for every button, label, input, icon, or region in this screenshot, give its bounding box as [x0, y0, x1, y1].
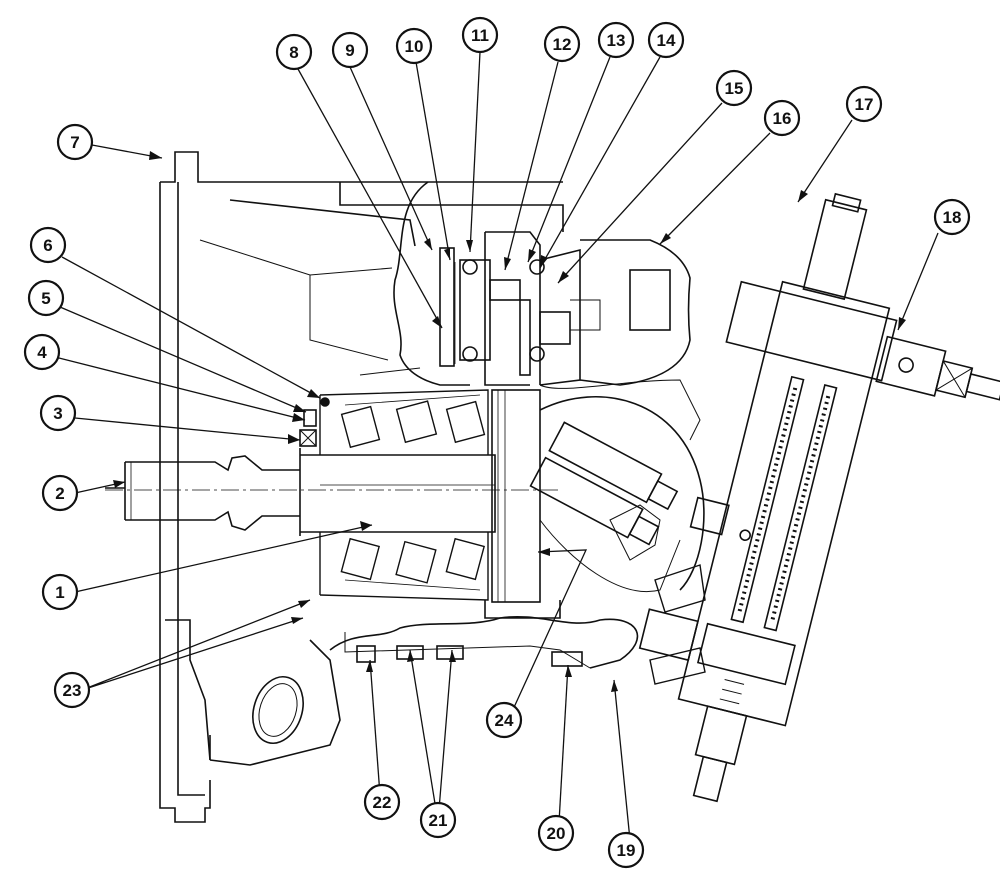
callout-5: 5	[27, 279, 65, 317]
svg-text:24: 24	[495, 711, 514, 730]
leader-line-5	[59, 306, 307, 413]
svg-text:14: 14	[657, 31, 676, 50]
leader-line-22	[369, 659, 381, 796]
svg-text:16: 16	[773, 109, 792, 128]
svg-text:1: 1	[55, 583, 64, 602]
leader-line-14	[539, 56, 661, 269]
callout-23: 23	[53, 671, 91, 709]
svg-text:18: 18	[943, 208, 962, 227]
leader-line-8	[297, 68, 443, 329]
leader-line-19	[613, 679, 631, 841]
callout-20: 20	[537, 814, 575, 852]
callout-6: 6	[29, 226, 67, 264]
arrowheads	[113, 151, 906, 692]
svg-text:8: 8	[289, 43, 298, 62]
gear-housing-drawing	[393, 181, 701, 441]
callout-9: 9	[331, 31, 369, 69]
callout-10: 10	[395, 27, 433, 65]
valve-port-drawing	[654, 564, 706, 613]
svg-text:19: 19	[617, 841, 636, 860]
svg-text:11: 11	[471, 26, 489, 45]
leader-line-11	[469, 51, 481, 253]
svg-text:9: 9	[345, 41, 354, 60]
leader-line-16	[659, 132, 771, 245]
leader-line-17	[797, 119, 853, 203]
valve-port-drawing	[649, 647, 706, 685]
callout-19: 19	[607, 831, 645, 869]
leader-lines	[54, 51, 939, 841]
leader-line-23	[81, 599, 311, 691]
leader-line-12	[504, 61, 559, 271]
regulator-valve-drawing	[638, 192, 1000, 803]
callout-16: 16	[763, 99, 801, 137]
callout-18: 18	[933, 198, 971, 236]
callout-1: 1	[41, 573, 79, 611]
svg-text:23: 23	[63, 681, 82, 700]
leader-line-13	[527, 56, 611, 263]
bearing-drawing	[319, 389, 489, 601]
callout-14: 14	[647, 21, 685, 59]
callout-7: 7	[56, 123, 94, 161]
svg-text:2: 2	[55, 484, 64, 503]
svg-text:10: 10	[405, 37, 424, 56]
callouts: 1 2 3 4 5 6 7 8	[23, 16, 971, 869]
svg-text:17: 17	[855, 95, 874, 114]
svg-text:4: 4	[37, 343, 47, 362]
callout-21: 21	[419, 801, 457, 839]
shaft-drawing	[105, 397, 560, 536]
housing-drawing	[159, 151, 639, 823]
leader-line-10	[415, 61, 451, 261]
svg-text:22: 22	[373, 793, 392, 812]
svg-text:13: 13	[607, 31, 626, 50]
svg-text:7: 7	[70, 133, 79, 152]
svg-text:3: 3	[53, 404, 62, 423]
callout-22: 22	[363, 783, 401, 821]
leader-line-6	[61, 256, 321, 399]
callout-3: 3	[39, 394, 77, 432]
leader-line-20	[557, 664, 569, 841]
callout-24: 24	[485, 701, 523, 739]
callout-15: 15	[715, 69, 753, 107]
svg-text:5: 5	[41, 289, 50, 308]
callout-13: 13	[597, 21, 635, 59]
callout-17: 17	[845, 85, 883, 123]
svg-text:15: 15	[725, 79, 744, 98]
leader-line-3	[74, 417, 301, 441]
leader-line-9	[349, 66, 433, 251]
leader-line-18	[897, 232, 939, 331]
svg-text:12: 12	[553, 35, 572, 54]
leader-line-24	[504, 549, 588, 728]
callout-4: 4	[23, 333, 61, 371]
callout-2: 2	[41, 474, 79, 512]
svg-text:6: 6	[43, 236, 52, 255]
callout-8: 8	[275, 33, 313, 71]
leader-line-1	[74, 524, 373, 593]
cylinder-block-drawing	[484, 389, 705, 619]
svg-text:21: 21	[429, 811, 448, 830]
callout-11: 11	[461, 16, 499, 54]
svg-text:20: 20	[547, 824, 566, 843]
callout-12: 12	[543, 25, 581, 63]
leader-line-21	[409, 649, 453, 823]
leader-line-15	[557, 102, 723, 284]
leader-line-4	[54, 356, 306, 421]
